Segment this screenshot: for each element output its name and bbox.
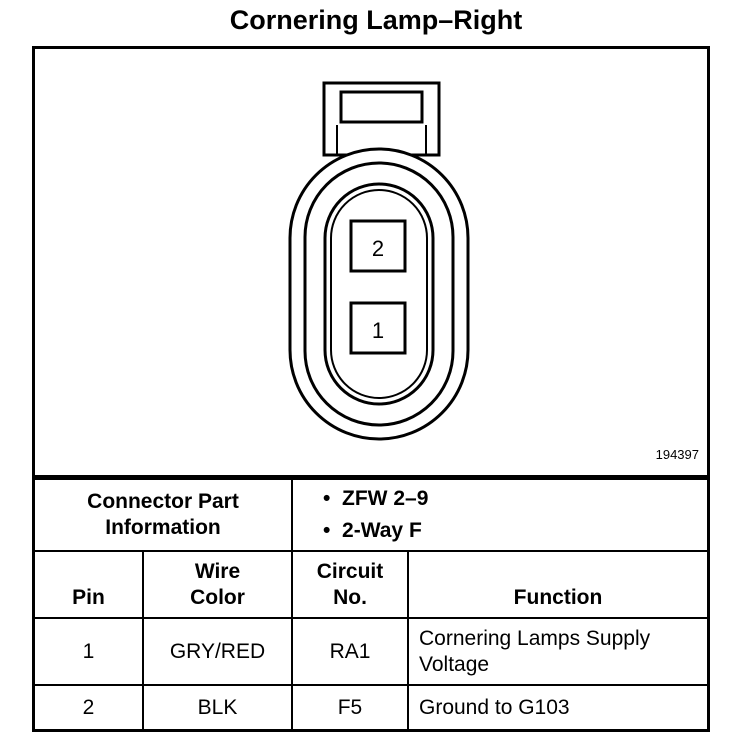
table-row: 1 GRY/RED RA1 Cornering Lamps Supply Vol… <box>35 617 708 686</box>
table-header-row: Pin Wire Color Circuit No. Function <box>35 550 708 619</box>
header-pin-label: Pin <box>72 586 105 609</box>
pin-cavity-2 <box>349 219 407 273</box>
function-line2: Voltage <box>419 652 490 676</box>
connector-face-diagram: 2 1 <box>288 81 470 441</box>
circuit-cell: F5 <box>291 684 409 730</box>
header-circuit-no: Circuit No. <box>291 550 409 619</box>
connector-info-table: Connector Part Information ZFW 2–9 2-Way… <box>35 478 708 730</box>
lock-tab-window <box>339 90 424 124</box>
connector-part-label-line1: Connector Part <box>87 490 239 513</box>
pin-label-2: 2 <box>372 236 384 261</box>
connector-cavity <box>330 189 428 399</box>
connector-part-item: 2-Way F <box>323 515 697 547</box>
header-wire-color: Wire Color <box>142 550 293 619</box>
figure-reference-number: 194397 <box>655 447 699 462</box>
circuit-cell: RA1 <box>291 617 409 686</box>
function-cell: Cornering Lamps Supply Voltage <box>406 617 708 686</box>
connector-drawing: 2 1 194397 <box>35 49 707 478</box>
table-row: 2 BLK F5 Ground to G103 <box>35 684 708 730</box>
connector-part-row: Connector Part Information ZFW 2–9 2-Way… <box>35 478 708 552</box>
function-cell: Ground to G103 <box>406 684 708 730</box>
pin-cell: 2 <box>35 684 144 730</box>
connector-part-item: ZFW 2–9 <box>323 483 697 515</box>
connector-part-label-line2: Information <box>105 516 221 539</box>
header-function: Function <box>406 550 708 619</box>
header-function-label: Function <box>513 586 603 609</box>
header-circuit-line2: No. <box>333 586 367 609</box>
wire-color-cell: GRY/RED <box>142 617 293 686</box>
header-circuit-line1: Circuit <box>316 560 384 583</box>
header-wire-line2: Color <box>190 586 245 609</box>
header-wire-line1: Wire <box>194 560 241 583</box>
connector-body-inner <box>323 182 435 406</box>
pin-cell: 1 <box>35 617 144 686</box>
wire-color-cell: BLK <box>142 684 293 730</box>
pin-cavity-1 <box>349 301 407 355</box>
connector-sheet: 2 1 194397 Connector Part Information ZF… <box>32 46 710 732</box>
page-title: Cornering Lamp–Right <box>229 5 523 35</box>
connector-part-label: Connector Part Information <box>35 478 293 552</box>
connector-part-list: ZFW 2–9 2-Way F <box>290 478 708 552</box>
header-pin: Pin <box>35 550 144 619</box>
function-line1: Cornering Lamps Supply <box>419 626 651 650</box>
pin-label-1: 1 <box>372 318 384 343</box>
